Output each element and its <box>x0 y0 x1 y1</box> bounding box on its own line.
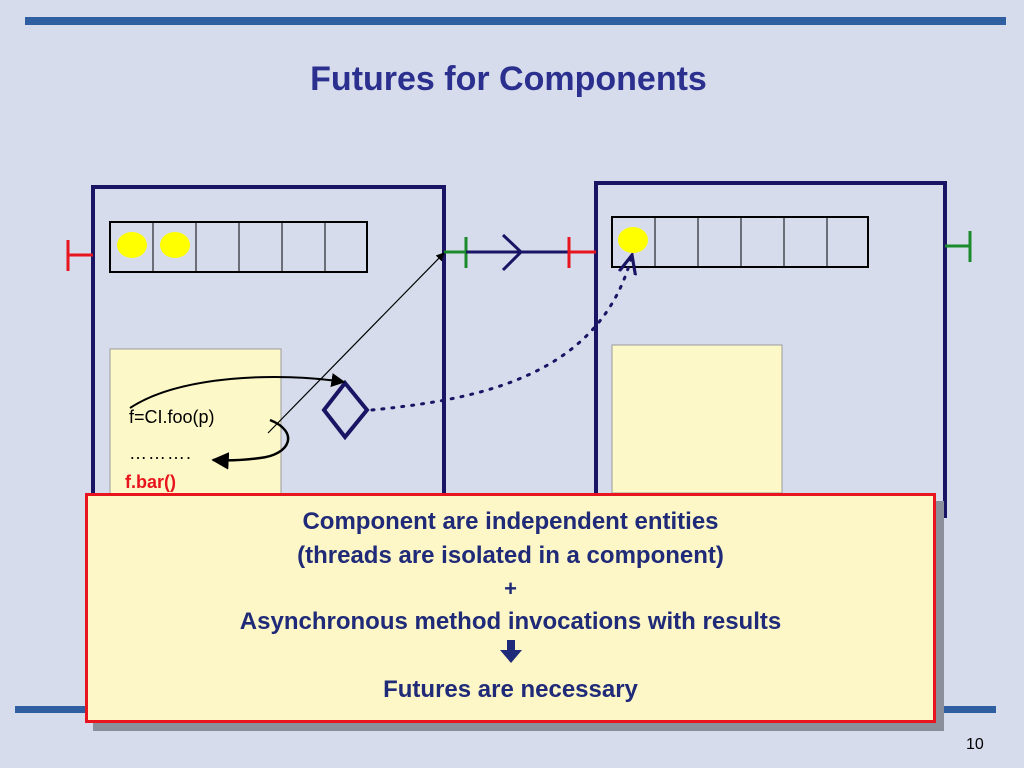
left-client-interface <box>444 237 468 268</box>
future-object <box>321 379 370 441</box>
slide-title: Futures for Components <box>310 60 707 98</box>
future-creation-arrow <box>129 373 346 409</box>
callout-conclusion: Futures are necessary <box>383 676 638 703</box>
callout-plus: + <box>504 576 517 601</box>
request-token <box>618 227 648 253</box>
code-line-ellipsis: ………. <box>129 443 193 463</box>
request-token <box>117 232 147 258</box>
callout-line: (threads are isolated in a component) <box>297 542 724 569</box>
request-token <box>160 232 190 258</box>
callout-line: Component are independent entities <box>302 508 719 535</box>
right-client-interface <box>945 231 972 262</box>
code-line-call: f=CI.foo(p) <box>129 407 215 427</box>
page-number: 10 <box>966 736 984 753</box>
future-link-dotted <box>370 255 632 412</box>
implies-arrow-icon <box>88 640 933 671</box>
code-line-future-use: f.bar() <box>125 472 176 492</box>
right-server-interface <box>567 237 596 268</box>
right-code-area <box>611 344 783 494</box>
summary-callout: Component are independent entities (thre… <box>85 493 936 723</box>
invocation-arrow <box>267 252 445 434</box>
callout-line: Asynchronous method invocations with res… <box>239 608 782 635</box>
left-request-queue <box>109 221 368 273</box>
top-rule <box>25 17 1006 25</box>
return-arrow <box>211 418 290 470</box>
right-request-queue <box>611 216 869 268</box>
binding-link <box>466 233 569 272</box>
bottom-rule <box>938 706 996 713</box>
left-server-interface <box>66 240 93 271</box>
bottom-rule <box>15 706 90 713</box>
left-code-area <box>109 348 282 510</box>
